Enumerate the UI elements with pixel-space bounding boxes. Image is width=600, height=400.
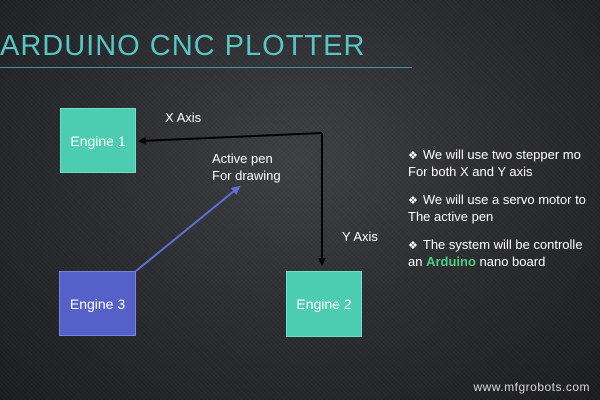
y-axis-label: Y Axis: [342, 229, 378, 244]
title-underline: [0, 67, 412, 68]
bullet-2-line1: We will use a servo motor to: [422, 192, 586, 207]
engine-1-label: Engine 1: [70, 132, 126, 149]
active-pen-label-line1: Active pen: [212, 151, 273, 166]
bullet-item: ❖ We will use a servo motor to The active…: [408, 192, 600, 225]
bullet-1-line1: We will use two stepper mo: [422, 147, 581, 162]
bullet-1-line2: For both X and Y axis: [408, 164, 533, 179]
engine-2-box: Engine 2: [286, 271, 362, 337]
bullet-3-line2-prefix: an: [408, 254, 427, 269]
engine-3-box: Engine 3: [59, 271, 136, 336]
bullet-3-line1: The system will be controlle: [422, 237, 583, 252]
engine-2-label: Engine 2: [296, 296, 352, 312]
x-axis-label: X Axis: [165, 110, 202, 125]
bullet-3-line2-suffix: nano board: [475, 254, 546, 269]
engine-3-label: Engine 3: [69, 295, 126, 312]
x-axis-arrow: [138, 132, 323, 145]
bullet-item: ❖ The system will be controlle an Arduino…: [408, 237, 600, 270]
active-pen-label-line2: For drawing: [212, 168, 281, 183]
bullet-list: ❖ We will use two stepper mo For both X a…: [408, 147, 600, 282]
slide-title: ARDUINO CNC PLOTTER: [0, 30, 366, 62]
engine-1-box: Engine 1: [60, 108, 136, 173]
diamond-bullet-icon: ❖: [408, 195, 418, 207]
diamond-bullet-icon: ❖: [408, 150, 418, 162]
arduino-highlight: Arduino: [426, 254, 476, 269]
bullet-2-line2: The active pen: [408, 209, 494, 224]
pen-arrow: [135, 185, 241, 272]
watermark: www.mfgrobots.com: [473, 380, 590, 394]
active-pen-label: Active pen For drawing: [212, 150, 281, 184]
diamond-bullet-icon: ❖: [408, 240, 418, 252]
bullet-item: ❖ We will use two stepper mo For both X a…: [408, 147, 600, 180]
